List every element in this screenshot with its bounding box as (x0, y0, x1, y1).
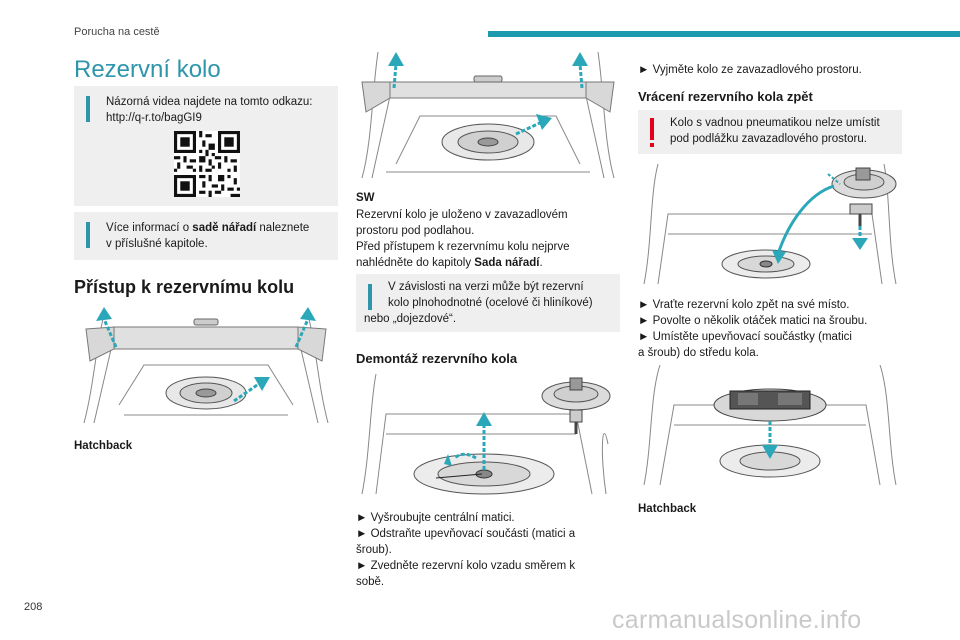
removal-step-3: ► Zvedněte rezervní kolo vzadu směrem k (356, 560, 576, 572)
sw-label: SW (356, 192, 375, 204)
refit-step-2: ► Povolte o několik otáček matici na šro… (638, 315, 868, 327)
removal-illustration (356, 374, 620, 496)
refit-illustration (638, 164, 902, 286)
info-box-video: Názorná videa najdete na tomto odkazu: h… (74, 86, 338, 206)
warning-box: Kolo s vadnou pneumatikou nelze umístit … (638, 110, 902, 154)
watermark: carmanualsonline.info (612, 606, 862, 634)
removal-step-2: ► Odstraňte upevňovací součásti (matici … (356, 528, 576, 540)
sw-trunk-illustration (356, 52, 620, 180)
removal-steps: ► Vyšroubujte centrální matici. ► Odstra… (356, 510, 620, 590)
header-accent-bar (488, 31, 960, 37)
sw-para-line4: nahlédněte do kapitoly Sada nářadí. (356, 257, 543, 269)
info-box-wheel-type: V závislosti na verzi může být rezervní … (356, 274, 620, 332)
caption-hatchback-2: Hatchback (638, 503, 697, 515)
warning-dot (650, 143, 654, 147)
running-head: Porucha na cestě (74, 26, 160, 38)
page-number: 208 (24, 601, 43, 613)
info-video-line2[interactable]: http://q-r.to/bagGI9 (106, 112, 202, 124)
hatchback-refit-illustration (638, 365, 902, 487)
info-box-tools: Více informací o sadě nářadí naleznete v… (74, 212, 338, 260)
warning-line2: pod podlážku zavazadlového prostoru. (670, 133, 867, 145)
info-wheel-line3: nebo „dojezdové“. (364, 313, 457, 325)
info-icon (86, 96, 90, 122)
sw-para-line3: Před přístupem k rezervnímu kolu nejprve (356, 241, 570, 253)
removal-step-3b: sobě. (356, 576, 385, 588)
info-video-line1: Názorná videa najdete na tomto odkazu: (106, 96, 313, 108)
info-tools-line2: v příslušné kapitole. (106, 238, 208, 250)
refit-step-3b: a šroub) do středu kola. (638, 347, 759, 359)
removal-step-2b: šroub). (356, 544, 392, 556)
page-title: Rezervní kolo (74, 56, 221, 83)
warning-line1: Kolo s vadnou pneumatikou nelze umístit (670, 117, 880, 129)
info-icon (86, 222, 90, 248)
refit-step-3: ► Umístěte upevňovací součástky (matici (638, 331, 852, 343)
sw-paragraph: Rezervní kolo je uloženo v zavazadlovém … (356, 207, 620, 271)
sw-para-line1: Rezervní kolo je uloženo v zavazadlovém (356, 209, 568, 221)
section-heading-access: Přístup k rezervnímu kolu (74, 277, 295, 297)
refit-steps: ► Vraťte rezervní kolo zpět na své místo… (638, 297, 908, 361)
info-icon (368, 284, 372, 310)
sw-para-line2: prostoru pod podlahou. (356, 225, 475, 237)
refit-step-1: ► Vraťte rezervní kolo zpět na své místo… (638, 299, 850, 311)
section-heading-removal: Demontáž rezervního kola (356, 351, 518, 366)
caption-hatchback-1: Hatchback (74, 440, 133, 452)
qr-code-icon[interactable] (174, 131, 240, 197)
warning-icon (650, 118, 654, 140)
hatchback-trunk-illustration (74, 305, 338, 425)
section-heading-refit: Vrácení rezervního kola zpět (638, 89, 813, 104)
info-tools-line1: Více informací o sadě nářadí naleznete (106, 222, 310, 234)
info-wheel-line2: kolo plnohodnotné (ocelové či hliníkové) (388, 297, 593, 309)
removal-step-1: ► Vyšroubujte centrální matici. (356, 512, 515, 524)
step-remove-wheel: ► Vyjměte kolo ze zavazadlového prostoru… (638, 64, 862, 76)
info-wheel-line1: V závislosti na verzi může být rezervní (388, 281, 584, 293)
